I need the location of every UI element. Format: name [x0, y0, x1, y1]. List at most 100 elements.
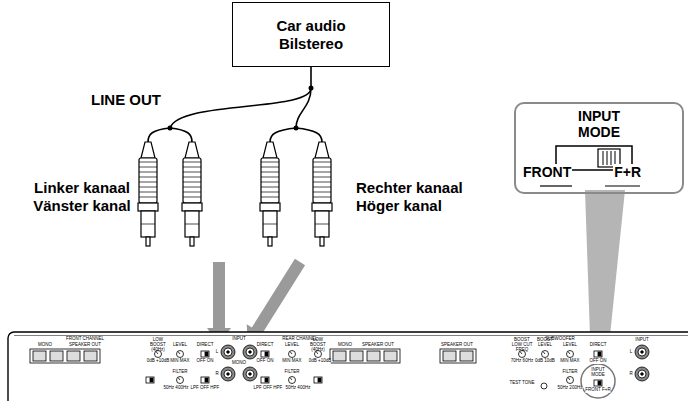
panel-label: INPUT MODE: [590, 368, 606, 378]
panel-label: LOW BOOST (40Hz): [147, 338, 169, 353]
rca-plug: [260, 142, 280, 246]
slide-switch: [201, 351, 209, 357]
panel-label: 0dB +10dB: [309, 359, 331, 364]
rca-plug: [182, 142, 202, 246]
test-tone-button: [541, 383, 547, 389]
cable: [270, 128, 296, 142]
node-text: F+R: [613, 164, 642, 180]
node-text: INPUT MODE: [563, 108, 635, 140]
panel-label: LPF OFF HPF: [254, 386, 283, 391]
panel-label: 0dB 10dB: [535, 359, 555, 364]
panel-label: MONO: [232, 361, 246, 366]
panel-label: 70Hz 60Hz: [511, 359, 533, 364]
control-knob: [289, 351, 296, 358]
position-mark: [605, 185, 640, 186]
cable: [170, 88, 311, 128]
panel-label: DIRECT: [590, 343, 607, 348]
panel-label: TEST TONE: [509, 381, 534, 386]
callout-label: Rechter kanaal: [356, 180, 463, 197]
panel-label: LEVEL: [563, 343, 577, 348]
cable-junction: [309, 86, 314, 91]
callout-box: INPUT MODE FRONT F+R: [514, 102, 684, 194]
panel-label: L: [216, 350, 219, 355]
highlight-ring: [581, 364, 615, 398]
panel-label: MIN MAX: [282, 359, 301, 364]
panel-label: LOW BOOST (40Hz): [307, 338, 329, 353]
speaker-terminal: [330, 349, 400, 363]
slide-switch: [261, 351, 269, 357]
control-knob: [567, 377, 574, 384]
slide-switch: [261, 377, 269, 383]
panel-label: FILTER: [172, 370, 187, 375]
panel-label: MONO: [38, 343, 52, 348]
control-knob: [567, 351, 574, 358]
cable-junction: [294, 126, 299, 131]
panel-label: FRONT F+R: [585, 388, 610, 393]
control-knob: [177, 351, 184, 358]
device-box: Car audioBilstereo: [232, 2, 390, 67]
rca-plug: [312, 142, 332, 246]
panel-label: OFF ON: [590, 359, 607, 364]
callout-label: Höger kanal: [356, 198, 442, 215]
slide-switch: [594, 351, 602, 357]
panel-label: L: [630, 350, 633, 355]
rca-jack: [243, 367, 257, 381]
rca-jack: [221, 367, 235, 381]
rca-plug: [138, 142, 158, 246]
panel-label: FRONT CHANNEL: [66, 337, 104, 342]
panel-label: FILTER: [562, 370, 577, 375]
control-knob: [289, 377, 296, 384]
panel-label: 50Hz 400Hz: [164, 386, 189, 391]
panel-label: LEVEL: [173, 343, 187, 348]
panel-label: 50Hz 400Hz: [286, 386, 311, 391]
panel-label: INPUT: [232, 337, 246, 342]
cable: [170, 128, 192, 142]
panel-label: REAR CHANNEL: [282, 337, 317, 342]
cable: [148, 128, 170, 142]
panel-label: MONO: [338, 343, 352, 348]
node-text: Bilstereo: [279, 35, 343, 52]
panel-label: 0dB +10dB: [147, 359, 169, 364]
panel-label: BOOST LOW CUT FREQ: [510, 338, 534, 353]
panel-label: BOOST LEVEL: [536, 338, 554, 348]
speaker-terminal: [30, 349, 100, 363]
callout-label: LINE OUT: [91, 92, 161, 109]
panel-label: FILTER: [284, 370, 299, 375]
panel-label: SPEAKER OUT: [69, 343, 101, 348]
panel-label: LEVEL: [285, 343, 299, 348]
cable: [296, 128, 322, 142]
callout-label: Vänster kanal: [33, 198, 131, 215]
cable: [148, 67, 322, 142]
panel-label: R: [629, 372, 632, 377]
slide-switch: [594, 380, 602, 386]
node-text: Car audio: [276, 17, 345, 34]
panel-label: OFF ON: [257, 359, 274, 364]
slide-switch: [201, 377, 209, 383]
rca-jack: [635, 367, 649, 381]
panel-label: OFF ON: [197, 359, 214, 364]
node-text: FRONT: [522, 164, 572, 180]
cable: [310, 67, 312, 88]
control-knob: [177, 377, 184, 384]
panel-edge: [14, 335, 688, 336]
panel-label: 50Hz 200Hz: [558, 386, 583, 391]
rca-jack: [635, 345, 649, 359]
panel-label: MIN MAX: [170, 359, 189, 364]
panel-label: LPF OFF HPF: [191, 386, 220, 391]
panel-label: SPEAKER OUT: [362, 343, 394, 348]
slide-switch: [146, 377, 154, 383]
panel-label: DIRECT: [197, 343, 214, 348]
amplifier-panel: [8, 332, 688, 401]
control-knob: [542, 351, 549, 358]
cable: [296, 88, 311, 128]
rca-jack: [221, 345, 235, 359]
panel-label: MIN MAX: [560, 359, 579, 364]
panel-label: SPEAKER OUT: [441, 343, 473, 348]
speaker-terminal: [440, 349, 476, 363]
panel-label: DIRECT: [257, 343, 274, 348]
callout-label: Linker kanaal: [34, 180, 130, 197]
slide-switch: [314, 377, 322, 383]
cable-junction: [168, 126, 173, 131]
panel-label: INPUT: [635, 338, 649, 343]
position-mark: [540, 185, 572, 186]
